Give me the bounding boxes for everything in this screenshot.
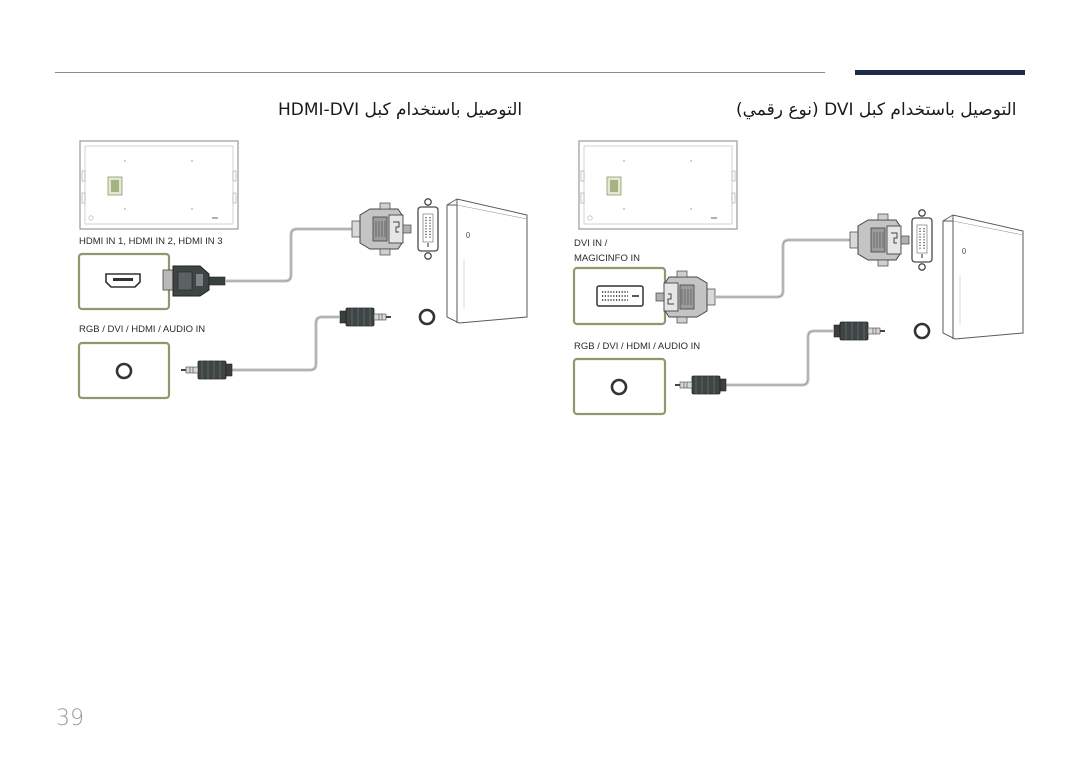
hdmi-plug-icon — [162, 265, 226, 297]
header-rule — [55, 72, 825, 73]
pc-tower-right — [942, 214, 1024, 340]
hdmi-port-label: HDMI IN 1, HDMI IN 2, HDMI IN 3 — [79, 236, 223, 247]
audio-jack-icon-pc-left — [418, 308, 436, 326]
dvi-cable-core — [715, 239, 850, 298]
section-heading-hdmi-dvi: التوصيل باستخدام كبل HDMI-DVI — [278, 100, 523, 120]
audio-plug-icon-pc-right — [833, 321, 886, 341]
hdmi-port-icon — [105, 273, 141, 288]
hdmi-dvi-cable-core — [225, 228, 352, 282]
display-rear-right — [578, 140, 738, 230]
audio-cable-right — [725, 329, 834, 387]
audio-cable-core-right — [725, 330, 834, 386]
dvi-plug-icon-pc — [849, 213, 910, 267]
diagram-hdmi-dvi — [77, 140, 528, 400]
audio-jack-icon-pc-right — [913, 322, 931, 340]
section-heading-dvi: التوصيل باستخدام كبل DVI (نوع رقمي) — [736, 100, 1017, 120]
dvi-port-label-line2: MAGICINFO IN — [574, 253, 640, 264]
audio-jack-icon-left — [115, 362, 133, 380]
pc-tower-left — [446, 198, 528, 324]
audio-port-label-left: RGB / DVI / HDMI / AUDIO IN — [79, 324, 206, 335]
audio-port-label-right: RGB / DVI / HDMI / AUDIO IN — [574, 341, 701, 352]
dvi-port-icon — [596, 285, 644, 307]
audio-plug-icon-pc-left — [339, 307, 392, 327]
audio-jack-icon-right — [610, 378, 628, 396]
audio-plug-icon-display-right — [674, 375, 727, 395]
audio-cable-core-left — [232, 316, 340, 371]
dvi-socket-pc-left — [417, 198, 439, 261]
audio-plug-icon-display-left — [180, 360, 233, 380]
page-number: 39 — [56, 706, 84, 731]
audio-cable-left — [232, 315, 340, 372]
display-rear-left — [79, 140, 239, 230]
diagram-dvi — [572, 140, 1024, 416]
dvi-socket-pc-right — [911, 209, 933, 272]
dvi-plug-icon-left — [351, 202, 412, 256]
dvi-port-label-line1: DVI IN / — [574, 238, 608, 249]
header-accent-bar — [855, 70, 1025, 75]
hdmi-dvi-cable — [225, 227, 352, 283]
